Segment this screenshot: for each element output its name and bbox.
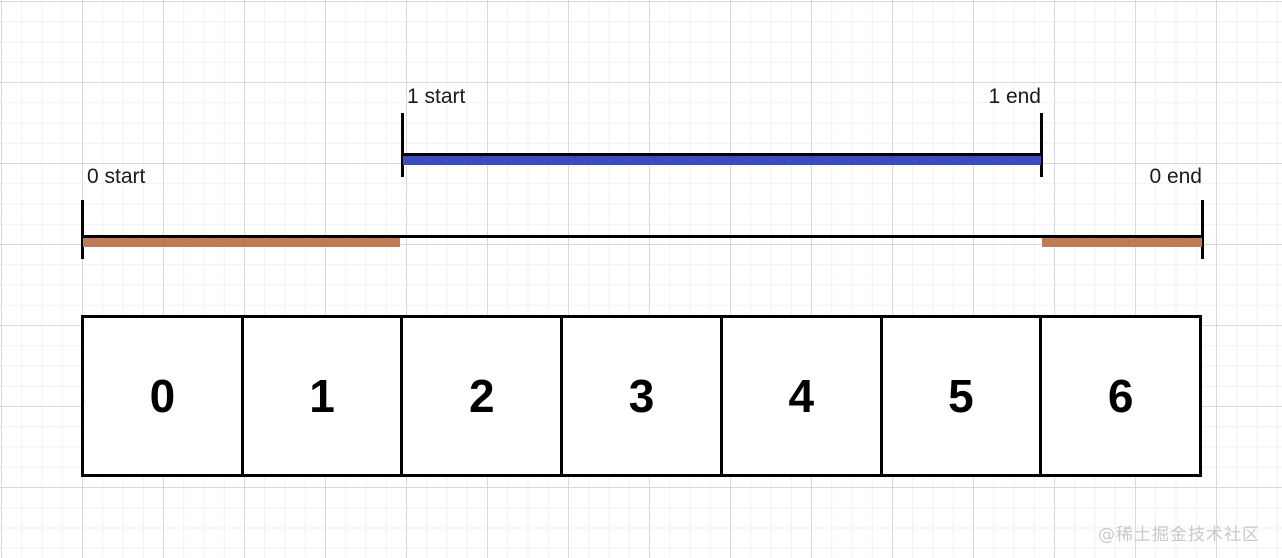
cell-4[interactable]: 4	[722, 318, 883, 474]
cell-row: 0 1 2 3 4 5 6	[81, 315, 1202, 477]
cell-5[interactable]: 5	[882, 318, 1043, 474]
cell-0[interactable]: 0	[84, 318, 244, 474]
cell-5-label: 5	[948, 370, 974, 422]
cell-4-label: 4	[788, 370, 815, 422]
cell-3-label: 3	[628, 370, 655, 422]
cell-1-label: 1	[309, 370, 335, 422]
interval-1-bar	[403, 156, 1041, 165]
cell-1[interactable]: 1	[243, 318, 404, 474]
interval-1-start-label: 1 start	[407, 85, 466, 108]
interval-0-end-tick	[1201, 200, 1204, 259]
interval-1-end-tick	[1040, 113, 1043, 177]
interval-0-start-label: 0 start	[87, 165, 146, 188]
cell-3[interactable]: 3	[563, 318, 723, 474]
interval-0-bar-left	[83, 238, 400, 247]
watermark: @稀土掘金技术社区	[1098, 525, 1260, 545]
interval-1-start-tick	[401, 113, 404, 177]
cell-2[interactable]: 2	[403, 318, 564, 474]
interval-1-baseline	[401, 153, 1043, 156]
cell-2-label: 2	[469, 370, 495, 422]
cell-6-label: 6	[1107, 370, 1134, 422]
cell-0-label: 0	[149, 370, 176, 422]
interval-0-baseline	[81, 235, 1204, 238]
interval-0-end-label: 0 end	[1149, 165, 1202, 188]
interval-1-end-label: 1 end	[988, 85, 1041, 108]
cell-6[interactable]: 6	[1042, 318, 1200, 474]
interval-0-start-tick	[81, 200, 84, 259]
interval-0-bar-right	[1042, 238, 1202, 247]
